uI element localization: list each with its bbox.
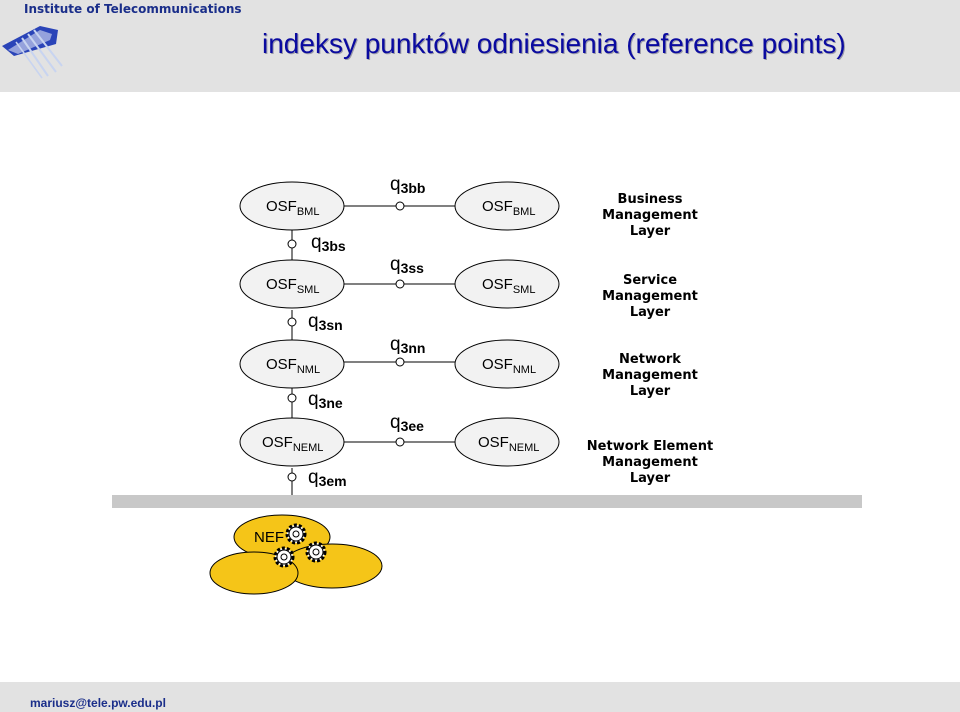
layer-separator-bar [112,495,862,508]
left-osf-sml: OSFSML [266,276,319,296]
layer-network-line1: Network [619,352,681,367]
layer-ne-line3: Layer [630,471,671,486]
layer-network-line2: Management [602,368,698,383]
layer-business-line2: Management [602,208,698,223]
right-osf-nml: OSFNML [482,356,536,376]
institute-logo-icon [2,26,63,79]
gear-icon [305,541,327,563]
right-osf-neml: OSFNEML [478,434,539,454]
author-email: mariusz@tele.pw.edu.pl [30,696,166,710]
layer-network-line3: Layer [630,384,671,399]
institute-name: Institute of Telecommunications [24,2,242,16]
layer-service-line2: Management [602,289,698,304]
layer-service-line3: Layer [630,305,671,320]
layer-business-line1: Business [618,192,683,207]
left-osf-neml: OSFNEML [262,434,323,454]
label-q3ne: q3ne [308,389,343,411]
horizontal-reference-labels: q3bb q3ss q3nn q3ee [390,174,425,434]
right-osf-bml: OSFBML [482,198,535,218]
layer-ne-line1: Network Element [587,439,713,454]
label-q3bb: q3bb [390,174,425,196]
label-q3bs: q3bs [311,232,346,254]
gear-icon [273,546,295,568]
header-bar: Institute of Telecommunications indeksy … [0,0,960,92]
left-osf-stack: OSFBML OSFSML OSFNML OSFNEML [239,181,345,467]
gear-icon [285,523,307,545]
ne-label: NEF [254,529,284,546]
right-osf-sml: OSFSML [482,276,535,296]
right-osf-stack: OSFBML OSFSML OSFNML OSFNEML [454,181,560,467]
left-osf-nml: OSFNML [266,356,320,376]
reference-points-diagram: OSFBML OSFSML OSFNML OSFNEML OSFBML OSFS… [112,174,862,595]
label-q3em: q3em [308,467,347,489]
network-elements: NEF [209,514,383,595]
vertical-reference-labels: q3bs q3sn q3ne q3em [308,232,347,489]
page-title: indeksy punktów odniesienia (reference p… [262,28,846,59]
layer-business-line3: Layer [630,224,671,239]
layer-ne-line2: Management [602,455,698,470]
footer-bar: mariusz@tele.pw.edu.pl [0,682,960,712]
label-q3ss: q3ss [390,254,424,276]
label-q3sn: q3sn [308,311,343,333]
left-osf-bml: OSFBML [266,198,319,218]
label-q3ee: q3ee [390,412,424,434]
layer-labels: Business Management Layer Service Manage… [587,192,713,486]
label-q3nn: q3nn [390,334,425,356]
layer-service-line1: Service [623,273,677,288]
reference-point-markers [287,201,405,482]
